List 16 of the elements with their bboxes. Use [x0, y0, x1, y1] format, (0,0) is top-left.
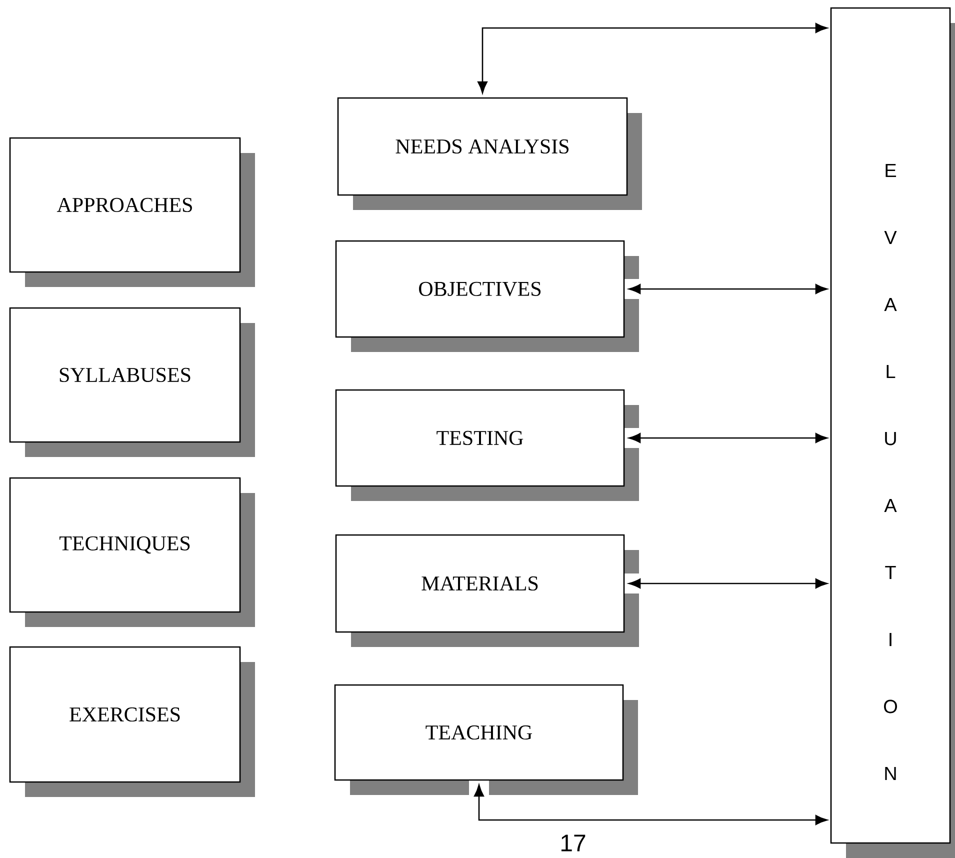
process-box: MATERIALS — [335, 534, 625, 633]
process-box: TESTING — [335, 389, 625, 487]
process-box: NEEDS ANALYSIS — [337, 97, 628, 196]
arrow — [628, 433, 828, 443]
arrow — [474, 784, 828, 825]
process-box: SYLLABUSES — [9, 307, 241, 443]
process-box: OBJECTIVES — [335, 240, 625, 338]
process-box: EXERCISES — [9, 646, 241, 783]
process-box: TEACHING — [334, 684, 624, 781]
process-box: APPROACHES — [9, 137, 241, 273]
arrow — [478, 23, 828, 94]
arrow — [628, 578, 828, 588]
arrow — [628, 284, 828, 294]
process-box: TECHNIQUES — [9, 477, 241, 613]
page-number: 17 — [561, 834, 586, 852]
evaluation-box: EVALUATION — [830, 7, 951, 844]
